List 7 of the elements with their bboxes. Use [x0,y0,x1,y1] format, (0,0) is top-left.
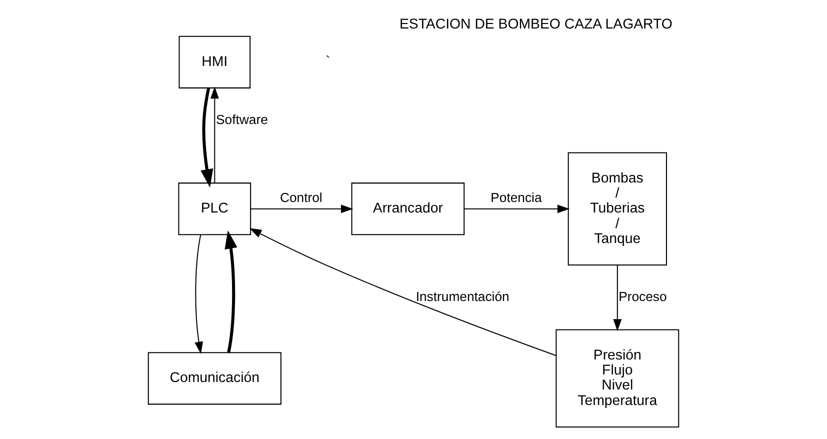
edge-label: Proceso [618,288,667,304]
label: ` [326,53,330,70]
edge-label: Control [280,190,322,205]
edge-label: Potencia [490,190,542,205]
edge-label: Instrumentación [416,288,510,304]
edge-label: Software [216,111,268,126]
diagram-title: ESTACION DE BOMBEO CAZA LAGARTO [399,16,672,32]
